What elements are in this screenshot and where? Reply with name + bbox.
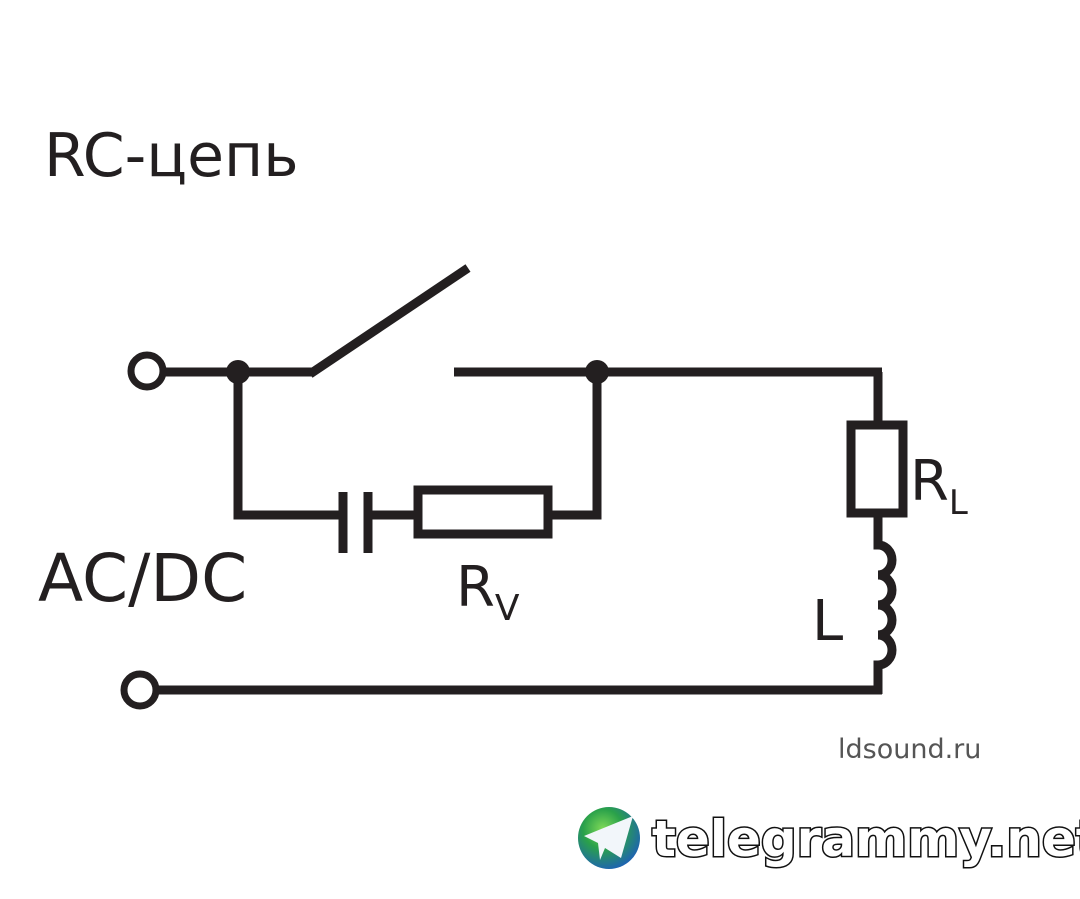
junction-dot-right	[585, 360, 609, 384]
label-rl: RL	[910, 449, 968, 523]
diagram-title: RC-цепь	[44, 121, 299, 191]
top-terminal	[127, 351, 167, 391]
switch-blade	[307, 264, 471, 378]
label-l: L	[812, 589, 843, 654]
rc-branch-left-wire	[233, 372, 345, 520]
bottom-terminal	[120, 670, 160, 710]
resistor-rv	[413, 485, 553, 539]
label-rv: RV	[456, 555, 520, 629]
junction-dot-left	[226, 360, 250, 384]
watermark-text: telegrammy.net	[652, 810, 1080, 868]
inductor-coil	[873, 513, 897, 694]
rc-branch-right-wire	[548, 372, 602, 520]
resistor-rl	[846, 420, 908, 518]
source-label: AC/DC	[38, 540, 247, 617]
telegram-globe-icon	[578, 807, 640, 869]
credit-text: ldsound.ru	[838, 734, 981, 765]
